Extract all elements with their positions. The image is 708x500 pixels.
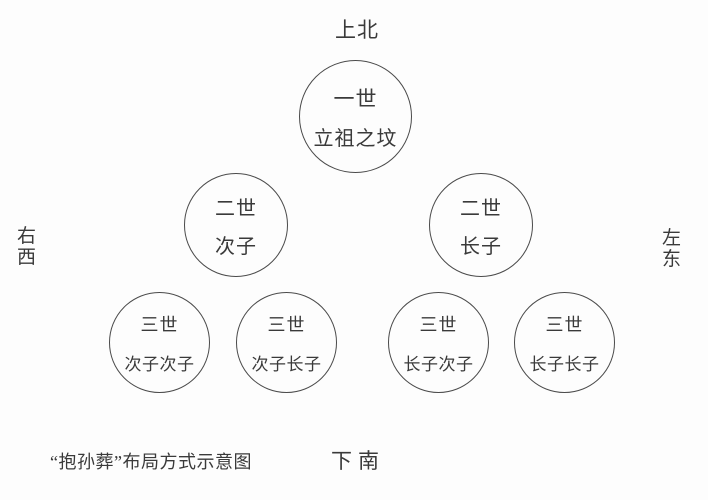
node-title-label: 次子长子 [251, 354, 322, 374]
compass-east-label: 左 东 [662, 228, 681, 270]
node-title-label: 长子 [460, 235, 502, 258]
node-gen3-eldestson-eldestson-circle: 三世 长子长子 [514, 292, 615, 393]
node-gen2-second-son-circle: 二世 次子 [184, 173, 288, 277]
compass-south-label: 下南 [331, 449, 385, 473]
node-generation-label: 一世 [333, 86, 378, 111]
node-title-label: 长子长子 [529, 354, 600, 374]
node-title-label: 长子次子 [403, 354, 474, 374]
node-gen3-secondson-eldestson-circle: 三世 次子长子 [236, 292, 337, 393]
compass-west-char-right: 右 [17, 226, 37, 247]
node-generation-label: 二世 [460, 197, 502, 220]
node-generation-label: 三世 [545, 314, 584, 335]
node-gen2-eldest-son-circle: 二世 长子 [429, 173, 533, 277]
node-title-label: 立祖之坟 [313, 127, 398, 150]
node-generation-label: 三世 [267, 314, 306, 335]
node-generation-label: 三世 [140, 314, 179, 335]
compass-west-char-west: 西 [17, 247, 37, 268]
node-gen1-founder-circle: 一世 立祖之坟 [299, 60, 412, 173]
diagram-caption: “抱孙葬”布局方式示意图 [50, 452, 252, 472]
compass-east-char-east: 东 [662, 249, 682, 270]
node-generation-label: 三世 [419, 314, 458, 335]
compass-east-char-left: 左 [662, 228, 682, 249]
node-title-label: 次子次子 [124, 354, 195, 374]
node-generation-label: 二世 [215, 197, 257, 220]
compass-west-label: 右 西 [17, 226, 36, 268]
compass-north-label: 上北 [335, 18, 379, 42]
node-gen3-eldestson-secondson-circle: 三世 长子次子 [388, 292, 489, 393]
node-title-label: 次子 [215, 235, 257, 258]
node-gen3-secondson-secondson-circle: 三世 次子次子 [109, 292, 210, 393]
